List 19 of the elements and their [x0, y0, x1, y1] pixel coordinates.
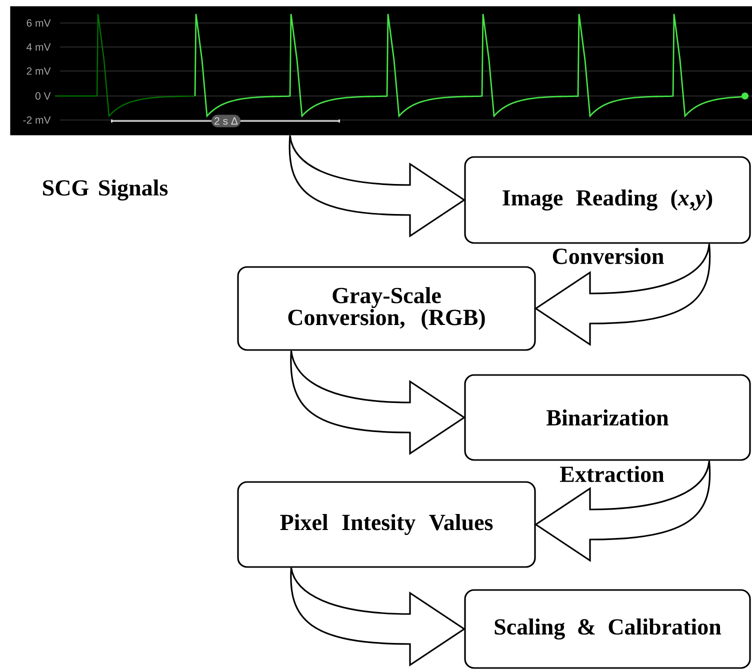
edge-label: Extraction [560, 466, 664, 482]
block-arrow [535, 460, 711, 562]
block-arrow [290, 567, 465, 666]
axis-label: -2 mV [23, 116, 51, 124]
process-box: Gray-Scale Conversion, (RGB) [237, 266, 536, 351]
block-arrow [290, 350, 465, 454]
process-box: Image Reading (x,y) [464, 156, 751, 244]
axis-label: 2 mV [26, 67, 51, 75]
axis-label: 6 mV [26, 19, 51, 27]
time-scale-bar: 2 s Δ [111, 114, 340, 128]
edge-label: Conversion [552, 248, 664, 264]
block-arrow [288, 134, 465, 237]
process-box: Scaling & Calibration [464, 589, 751, 669]
process-box: Pixel Intesity Values [237, 481, 536, 568]
block-arrow [535, 243, 711, 346]
axis-label: 4 mV [26, 43, 51, 51]
process-box: Binarization [464, 374, 751, 461]
axis-label: 0 V [35, 92, 51, 100]
heading: SCG Signals [43, 179, 168, 201]
